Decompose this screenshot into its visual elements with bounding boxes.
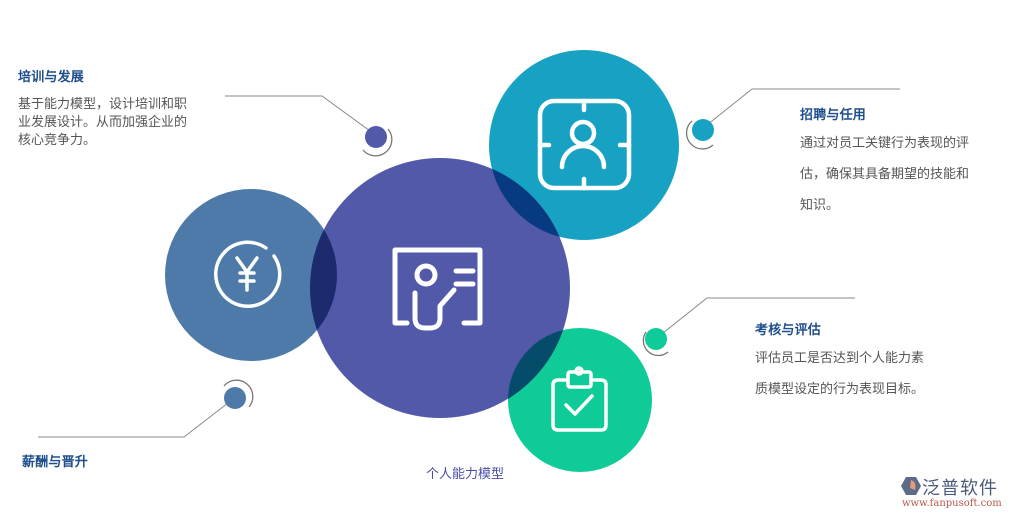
presenter-board-icon bbox=[392, 247, 483, 331]
assessment-description: 评估员工是否达到个人能力素 质模型设定的行为表现目标。 bbox=[755, 343, 975, 405]
center-label: 个人能力模型 bbox=[426, 467, 505, 482]
dot-assessment bbox=[642, 328, 669, 357]
assessment-line-2: 质模型设定的行为表现目标。 bbox=[755, 382, 925, 397]
training-title: 培训与发展 bbox=[18, 70, 85, 85]
logo-name: 泛普软件 bbox=[922, 478, 998, 499]
training-description: 基于能力模型，设计培训和职 业发展设计。从而加强企业的 核心竞争力。 bbox=[18, 96, 228, 150]
recruitment-line-2: 估，确保其具备期望的技能和 bbox=[800, 167, 970, 182]
overlap-bottom bbox=[508, 328, 570, 418]
recruitment-line-3: 知识。 bbox=[800, 198, 840, 213]
dot-compensation bbox=[223, 379, 254, 409]
assessment-title: 考核与评估 bbox=[755, 323, 822, 338]
assessment-line-1: 评估员工是否达到个人能力素 bbox=[755, 351, 925, 366]
logo-icon bbox=[901, 477, 921, 495]
training-line-1: 基于能力模型，设计培训和职 bbox=[18, 97, 188, 112]
compensation-circle bbox=[165, 189, 337, 361]
recruitment-title: 招聘与任用 bbox=[800, 108, 867, 123]
connector-compensation bbox=[38, 402, 229, 438]
training-line-3: 核心竞争力。 bbox=[18, 133, 97, 148]
connector-training bbox=[225, 95, 371, 132]
compensation-title: 薪酬与晋升 bbox=[22, 455, 89, 470]
logo-url: www.fanpusoft.com bbox=[902, 498, 1002, 509]
connector-recruitment bbox=[706, 88, 900, 126]
recruitment-line-1: 通过对员工关键行为表现的评 bbox=[800, 136, 970, 151]
clipboard-check-icon bbox=[551, 366, 608, 432]
yen-circle-icon bbox=[213, 240, 282, 309]
dot-recruitment bbox=[685, 119, 714, 150]
recruitment-description: 通过对员工关键行为表现的评 估，确保其具备期望的技能和 知识。 bbox=[800, 128, 1020, 221]
dot-training bbox=[362, 126, 393, 157]
center-circle bbox=[310, 158, 570, 418]
training-line-2: 业发展设计。从而加强企业的 bbox=[18, 115, 188, 130]
connector-assessment bbox=[662, 297, 855, 334]
user-frame-icon bbox=[537, 98, 632, 191]
logo: 泛普软件 www.fanpusoft.com bbox=[900, 474, 1020, 514]
